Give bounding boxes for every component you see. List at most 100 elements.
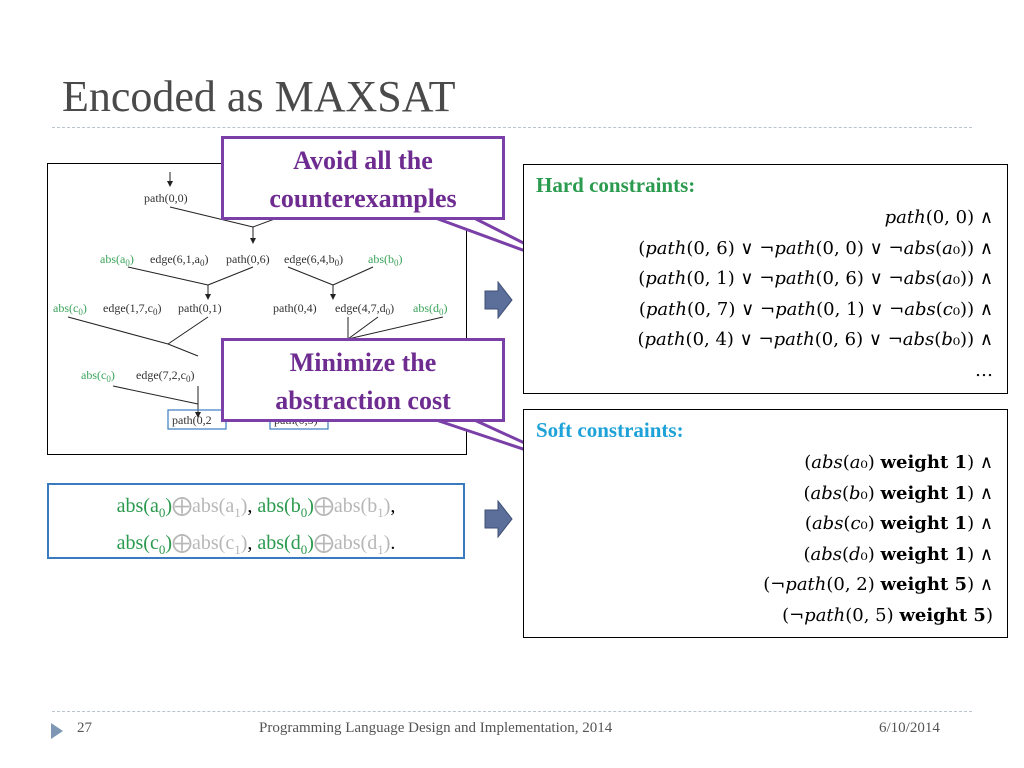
soft-constraint-expr: (¬𝑝𝑎𝑡ℎ(0, 2) bbox=[763, 574, 881, 596]
soft-constraints-lines: (𝑎𝑏𝑠(𝑎₀) weight 1) ∧ (𝑎𝑏𝑠(𝑏₀) weight 1) … bbox=[763, 448, 993, 632]
soft-constraint-line: (𝑎𝑏𝑠(𝑎₀) weight 1) ∧ bbox=[763, 448, 993, 479]
soft-constraint-tail: ) ∧ bbox=[967, 513, 993, 535]
tree-edge bbox=[332, 266, 374, 286]
soft-constraint-tail: ) bbox=[985, 604, 993, 626]
tree-edge bbox=[67, 316, 169, 345]
node-edge-7-2-c0: edge(7,2,c0) bbox=[136, 368, 194, 384]
abstraction-line-1: abs(a0)⨁abs(a1), abs(b0)⨁abs(b1), bbox=[49, 491, 463, 528]
hard-constraint-line: (𝑝𝑎𝑡ℎ(0, 4) ∨ ¬𝑝𝑎𝑡ℎ(0, 6) ∨ ¬𝑎𝑏𝑠(𝑏₀)) ∧ bbox=[637, 329, 993, 351]
hard-constraint-line: (𝑝𝑎𝑡ℎ(0, 7) ∨ ¬𝑝𝑎𝑡ℎ(0, 1) ∨ ¬𝑎𝑏𝑠(𝑐₀)) ∧ bbox=[638, 298, 993, 320]
callout-minimize-line1: Minimize the bbox=[289, 348, 437, 377]
node-abs-c0-left: abs(c0) bbox=[53, 301, 87, 317]
right-arrow-icon bbox=[484, 281, 513, 319]
slide-title: Encoded as MAXSAT bbox=[62, 72, 456, 121]
hard-constraints-heading: Hard constraints: bbox=[536, 173, 696, 197]
abs-c0: abs(c0) bbox=[116, 532, 172, 557]
tree-edge bbox=[347, 316, 379, 340]
soft-constraint-tail: ) ∧ bbox=[967, 452, 993, 473]
hard-constraints-lines: 𝑝𝑎𝑡ℎ(0, 0) ∧ (𝑝𝑎𝑡ℎ(0, 6) ∨ ¬𝑝𝑎𝑡ℎ(0, 0) ∨… bbox=[637, 203, 993, 387]
tree-edge bbox=[127, 266, 209, 286]
derivation-tree-diagram: path(0,0) abs(a0) edge(6,1,a0) path(0,6)… bbox=[53, 172, 448, 430]
soft-constraint-line: (¬𝑝𝑎𝑡ℎ(0, 5) weight 5) bbox=[763, 601, 993, 632]
abs-d1: abs(d1) bbox=[333, 532, 391, 557]
footer-divider bbox=[52, 711, 972, 712]
xor-icon: ⨁ bbox=[172, 532, 192, 554]
node-abs-d0: abs(d0) bbox=[413, 301, 448, 317]
separator: , bbox=[390, 495, 396, 517]
node-path-0-1: path(0,1) bbox=[178, 301, 222, 315]
soft-constraints-box: Soft constraints: (𝑎𝑏𝑠(𝑎₀) weight 1) ∧ (… bbox=[523, 409, 1008, 638]
xor-icon: ⨁ bbox=[313, 495, 334, 517]
node-abs-a0: abs(a0) bbox=[100, 252, 134, 268]
soft-constraint-weight: weight 1 bbox=[880, 543, 968, 565]
node-edge-4-7-d0: edge(4,7,d0) bbox=[335, 301, 394, 317]
node-path-0-6: path(0,6) bbox=[226, 252, 270, 266]
tree-edge bbox=[287, 266, 334, 286]
soft-constraint-weight: weight 5 bbox=[880, 574, 968, 596]
soft-constraint-line: (¬𝑝𝑎𝑡ℎ(0, 2) weight 5) ∧ bbox=[763, 570, 993, 601]
tree-edge bbox=[112, 385, 199, 405]
soft-constraint-expr: (𝑎𝑏𝑠(𝑏₀) bbox=[803, 482, 881, 504]
callout-minimize-cost: Minimize the abstraction cost bbox=[221, 338, 505, 422]
abs-a1: abs(a1) bbox=[192, 495, 248, 520]
soft-constraint-weight: weight 1 bbox=[880, 452, 968, 473]
tree-arrowhead bbox=[330, 294, 336, 300]
hard-constraint-ellipsis: … bbox=[975, 359, 993, 381]
abstraction-line-2: abs(c0)⨁abs(c1), abs(d0)⨁abs(d1). bbox=[49, 528, 463, 565]
abstraction-choices-box: abs(a0)⨁abs(a1), abs(b0)⨁abs(b1), abs(c0… bbox=[47, 483, 465, 559]
hard-constraint-line: (𝑝𝑎𝑡ℎ(0, 1) ∨ ¬𝑝𝑎𝑡ℎ(0, 6) ∨ ¬𝑎𝑏𝑠(𝑎₀)) ∧ bbox=[638, 268, 993, 290]
soft-constraint-weight: weight 1 bbox=[880, 513, 968, 535]
xor-icon: ⨁ bbox=[172, 495, 192, 517]
callout-minimize-line2: abstraction cost bbox=[275, 386, 451, 415]
separator: , bbox=[247, 495, 258, 517]
soft-constraint-expr: (𝑎𝑏𝑠(𝑎₀) bbox=[804, 452, 881, 473]
soft-constraint-expr: (𝑎𝑏𝑠(𝑐₀) bbox=[804, 513, 881, 535]
soft-constraint-tail: ) ∧ bbox=[967, 574, 993, 596]
soft-constraint-expr: (𝑎𝑏𝑠(𝑑₀) bbox=[803, 543, 881, 565]
tree-edge bbox=[347, 316, 444, 340]
xor-icon: ⨁ bbox=[313, 532, 334, 554]
footer-date: 6/10/2014 bbox=[879, 720, 940, 736]
footer-triangle-icon bbox=[51, 723, 63, 739]
tree-arrowhead bbox=[205, 294, 211, 300]
footer-conference: Programming Language Design and Implemen… bbox=[259, 720, 613, 736]
soft-constraints-heading: Soft constraints: bbox=[536, 418, 684, 442]
node-leaf-path-0-2: path(0,2 bbox=[172, 413, 212, 427]
node-path-0-0: path(0,0) bbox=[144, 191, 188, 205]
hard-constraints-box: Hard constraints: 𝑝𝑎𝑡ℎ(0, 0) ∧ (𝑝𝑎𝑡ℎ(0, … bbox=[523, 164, 1008, 394]
page-number: 27 bbox=[77, 720, 92, 736]
tree-arrowhead bbox=[167, 181, 173, 187]
tree-arrowhead bbox=[250, 238, 256, 244]
soft-constraint-weight: weight 5 bbox=[899, 604, 986, 626]
node-path-0-4: path(0,4) bbox=[273, 301, 317, 315]
soft-constraint-line: (𝑎𝑏𝑠(𝑐₀) weight 1) ∧ bbox=[763, 509, 993, 540]
soft-constraint-line: (𝑎𝑏𝑠(𝑏₀) weight 1) ∧ bbox=[763, 479, 993, 510]
tree-edge bbox=[167, 343, 199, 357]
callout-avoid-line2: counterexamples bbox=[269, 184, 457, 213]
abs-c1: abs(c1) bbox=[192, 532, 248, 557]
abs-b1: abs(b1) bbox=[333, 495, 391, 520]
callout-avoid-line1: Avoid all the bbox=[293, 146, 433, 175]
node-edge-1-7-c0: edge(1,7,c0) bbox=[103, 301, 161, 317]
soft-constraint-tail: ) ∧ bbox=[967, 482, 993, 504]
node-abs-b0: abs(b0) bbox=[368, 252, 403, 268]
node-edge-6-4-b0: edge(6,4,b0) bbox=[284, 252, 343, 268]
abs-a0: abs(a0) bbox=[116, 495, 172, 520]
right-arrow-icon bbox=[484, 500, 513, 538]
soft-constraint-tail: ) ∧ bbox=[967, 543, 993, 565]
node-abs-c0-bottom: abs(c0) bbox=[81, 368, 115, 384]
terminator: . bbox=[390, 532, 396, 554]
tree-edge bbox=[167, 316, 209, 345]
abs-b0: abs(b0) bbox=[257, 495, 314, 520]
soft-constraint-line: (𝑎𝑏𝑠(𝑑₀) weight 1) ∧ bbox=[763, 540, 993, 571]
callout-avoid-counterexamples: Avoid all the counterexamples bbox=[221, 136, 505, 220]
abs-d0: abs(d0) bbox=[257, 532, 314, 557]
tree-edge bbox=[207, 266, 254, 286]
hard-constraint-line: (𝑝𝑎𝑡ℎ(0, 6) ∨ ¬𝑝𝑎𝑡ℎ(0, 0) ∨ ¬𝑎𝑏𝑠(𝑎₀)) ∧ bbox=[638, 237, 993, 259]
soft-constraint-expr: (¬𝑝𝑎𝑡ℎ(0, 5) bbox=[782, 604, 900, 626]
separator: , bbox=[247, 532, 258, 554]
tree-edge bbox=[169, 206, 254, 228]
soft-constraint-weight: weight 1 bbox=[880, 482, 968, 504]
title-divider bbox=[52, 127, 972, 128]
hard-constraint-line: 𝑝𝑎𝑡ℎ(0, 0) ∧ bbox=[884, 207, 993, 228]
